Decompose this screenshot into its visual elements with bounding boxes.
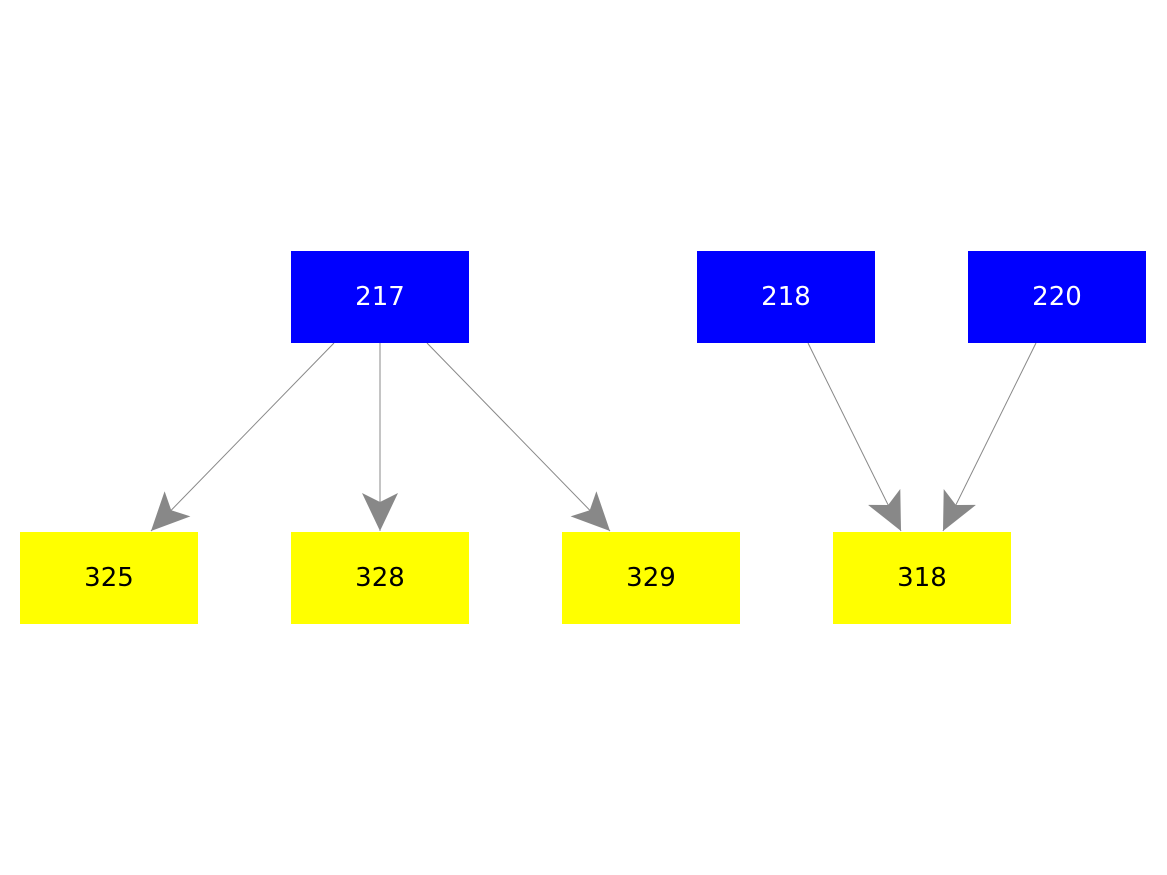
node-318[interactable]: 318 bbox=[833, 532, 1011, 624]
node-218[interactable]: 218 bbox=[697, 251, 875, 343]
node-329[interactable]: 329 bbox=[562, 532, 740, 624]
node-217-label: 217 bbox=[355, 282, 405, 312]
node-329-label: 329 bbox=[626, 563, 676, 593]
node-328-label: 328 bbox=[355, 563, 405, 593]
edge-220-318 bbox=[942, 342, 1037, 532]
edge-217-325 bbox=[150, 342, 335, 532]
node-325-label: 325 bbox=[84, 563, 134, 593]
edge-218-318 bbox=[807, 342, 902, 532]
node-218-label: 218 bbox=[761, 282, 811, 312]
edge-217-329 bbox=[426, 342, 611, 532]
node-318-label: 318 bbox=[897, 563, 947, 593]
node-220-label: 220 bbox=[1032, 282, 1082, 312]
node-325[interactable]: 325 bbox=[20, 532, 198, 624]
node-217[interactable]: 217 bbox=[291, 251, 469, 343]
node-220[interactable]: 220 bbox=[968, 251, 1146, 343]
node-328[interactable]: 328 bbox=[291, 532, 469, 624]
edges bbox=[150, 342, 1037, 532]
